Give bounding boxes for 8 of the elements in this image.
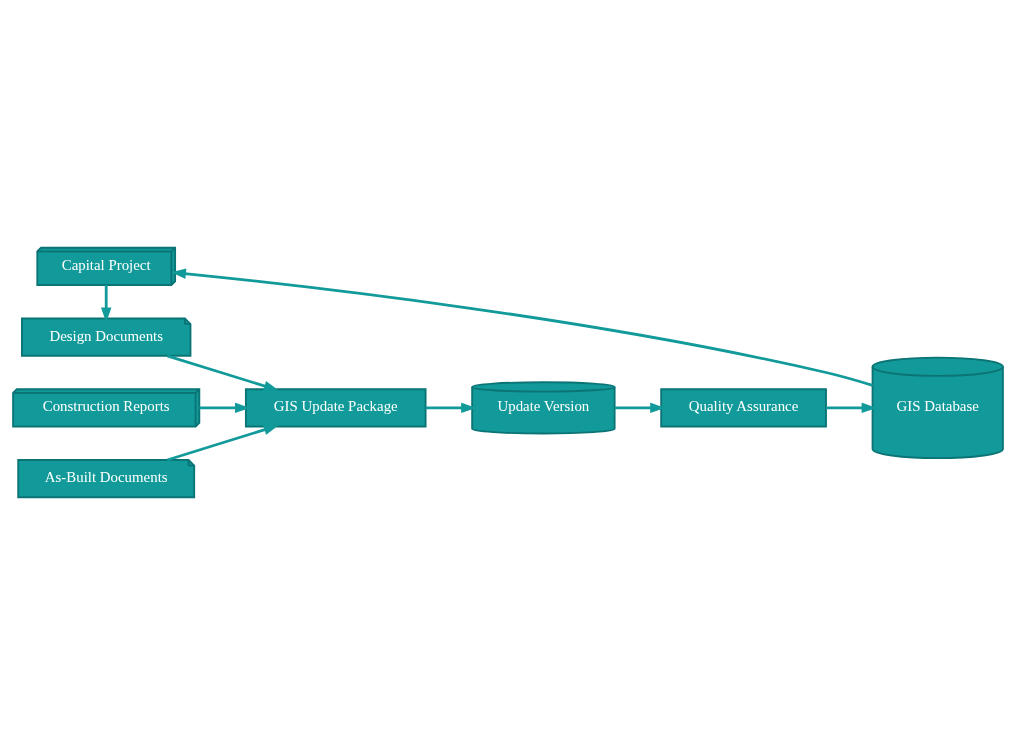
node-box: Quality Assurance <box>660 387 827 427</box>
arrow <box>166 353 279 391</box>
node-box: GIS Update Package <box>244 387 427 427</box>
arrow <box>166 424 279 461</box>
arrow <box>101 284 112 323</box>
arrow <box>171 268 873 387</box>
arrow <box>199 402 250 413</box>
arrow <box>826 402 877 413</box>
